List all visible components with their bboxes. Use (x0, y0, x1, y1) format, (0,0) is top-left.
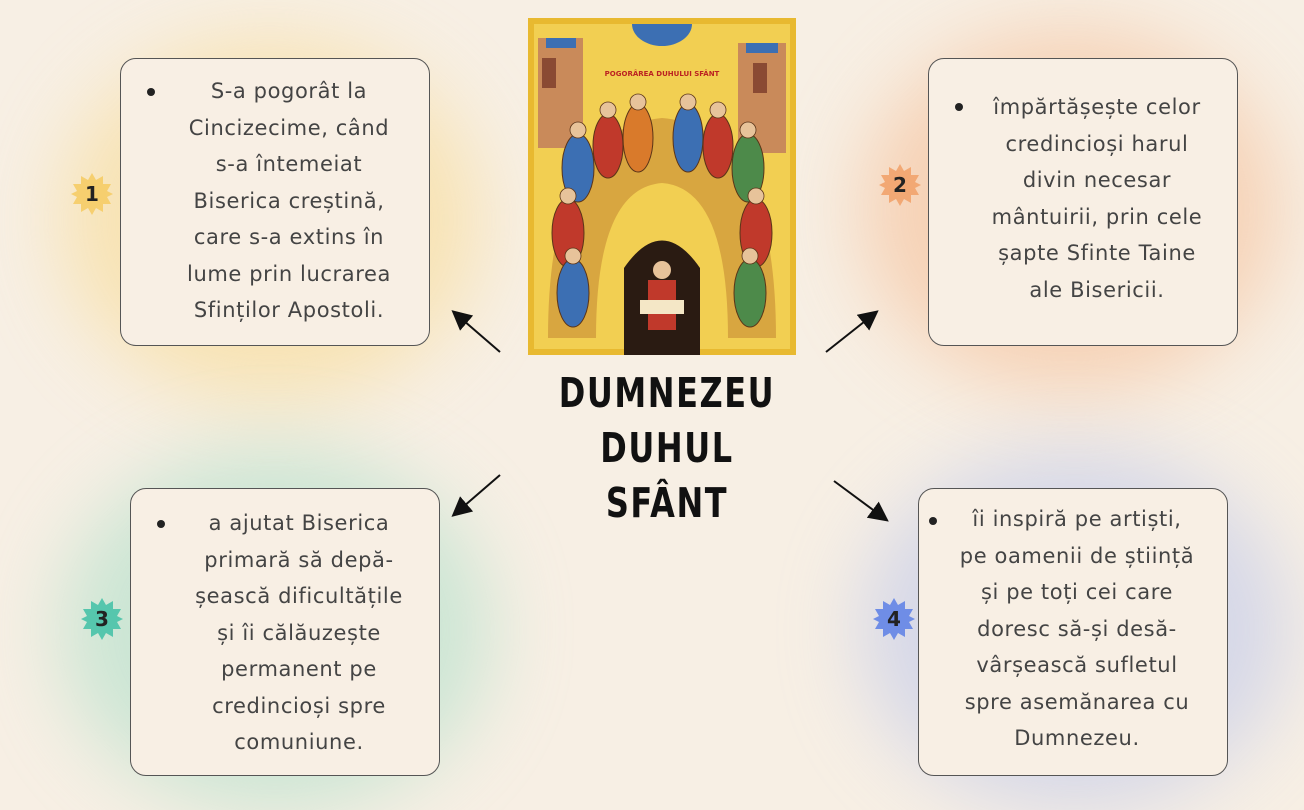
icon-caption: POGORÂREA DUHULUI SFÂNT (605, 69, 720, 78)
card-2: împărtășește celor credincioși harul div… (928, 58, 1238, 346)
card-line: doresc să-și desă- (977, 616, 1177, 641)
bullet-dot (929, 517, 937, 525)
card-line: divin necesar (1022, 168, 1172, 192)
card-line: permanent pe (221, 657, 377, 681)
number-badge-2: 2 (878, 163, 922, 207)
card-line: și pe toți cei care (980, 580, 1174, 604)
pentecost-icon: POGORÂREA DUHULUI SFÂNT (528, 18, 796, 355)
arrow-to-card-3 (451, 474, 501, 517)
number-badge-4: 4 (872, 597, 916, 641)
card-line: lume prin lucrarea (187, 261, 391, 286)
card-line: Dumnezeu. (1014, 726, 1140, 750)
card-line: împărtășește celor (993, 95, 1201, 119)
card-line: îi inspiră pe artiști, (972, 507, 1182, 531)
card-line: credincioși spre (212, 693, 386, 718)
card-1-text: S-a pogorât la Cincizecime, când s-a înt… (163, 73, 415, 329)
card-line: primară să depă- (204, 547, 394, 572)
badge-number: 4 (887, 607, 901, 631)
card-line: comuniune. (234, 730, 364, 754)
arrow-to-card-1 (451, 310, 501, 353)
number-badge-3: 3 (80, 597, 124, 641)
card-4-text: îi inspiră pe artiști, pe oamenii de ști… (941, 501, 1213, 757)
bullet-dot (157, 520, 165, 528)
badge-burst-icon (71, 173, 113, 215)
card-line: Sfinților Apostoli. (193, 298, 385, 322)
card-line: spre asemănarea cu (964, 689, 1190, 714)
arrow-to-card-2 (825, 310, 879, 353)
card-2-text: împărtășește celor credincioși harul div… (971, 89, 1223, 308)
badge-number: 2 (893, 173, 907, 197)
card-line: S-a pogorât la (210, 79, 368, 103)
card-line: Cincizecime, când (188, 115, 390, 140)
arrow-to-card-4 (833, 480, 889, 522)
card-line: care s-a extins în (193, 225, 385, 249)
card-line: credincioși harul (1005, 131, 1189, 156)
card-3-text: a ajutat Biserica primară să depă- șeasc… (173, 505, 425, 761)
diagram-title: DUMNEZEU DUHUL SFÂNT (558, 369, 776, 527)
badge-number: 3 (95, 607, 109, 631)
card-line: s-a întemeiat (215, 152, 363, 176)
card-line: Biserica creștină, (193, 188, 385, 213)
card-line: șească dificultățile (195, 584, 403, 608)
badge-burst-icon (81, 598, 123, 640)
bullet-dot (147, 88, 155, 96)
card-line: și îi călăuzește (217, 620, 381, 645)
badge-burst-icon (879, 164, 921, 206)
card-4: îi inspiră pe artiști, pe oamenii de ști… (918, 488, 1228, 776)
card-line: pe oamenii de știință (959, 543, 1195, 568)
card-1: S-a pogorât la Cincizecime, când s-a înt… (120, 58, 430, 346)
bullet-dot (955, 103, 963, 111)
badge-number: 1 (85, 182, 99, 206)
number-badge-1: 1 (70, 172, 114, 216)
card-line: a ajutat Biserica (208, 511, 390, 535)
card-line: ale Bisericii. (1029, 277, 1165, 302)
card-3: a ajutat Biserica primară să depă- șeasc… (130, 488, 440, 776)
card-line: vârșească sufletul (976, 653, 1178, 677)
badge-burst-icon (873, 598, 915, 640)
card-line: șapte Sfinte Taine (998, 241, 1196, 265)
card-line: mântuirii, prin cele (991, 204, 1203, 229)
